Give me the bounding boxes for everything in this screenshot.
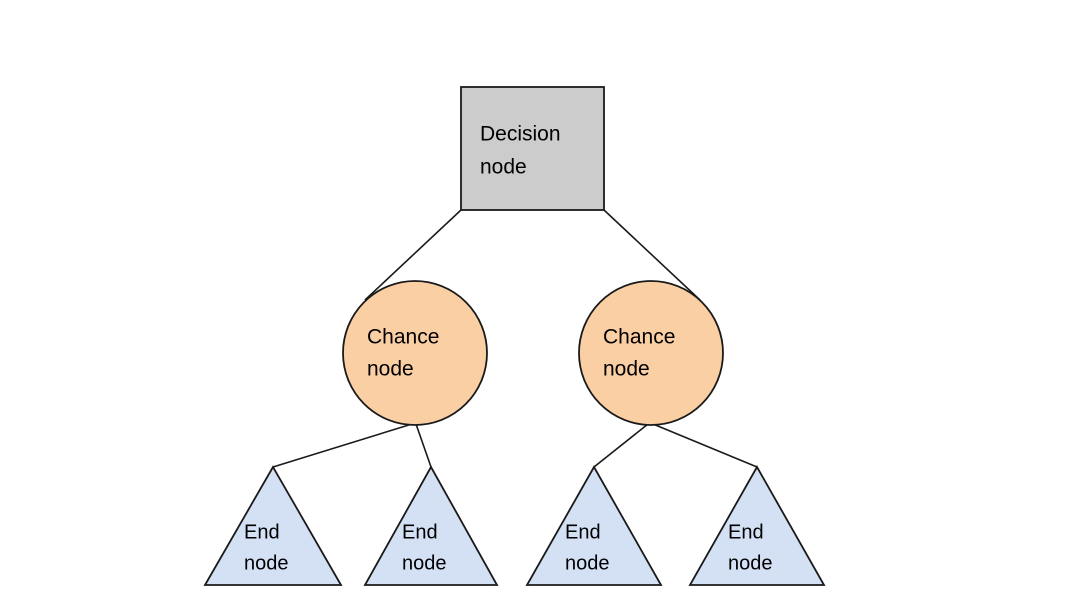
edge-decision-to-chance-right [603, 209, 701, 301]
end-node-3-shape[interactable] [525, 465, 663, 586]
end-node-1-label-line2: node [244, 552, 289, 574]
chance-node-right[interactable]: Chance node [578, 280, 724, 426]
edge-decision-to-chance-left [364, 209, 462, 301]
end-node-3[interactable]: End node [525, 465, 663, 586]
decision-node-label-line1: Decision [480, 123, 561, 146]
decision-node-label-line2: node [480, 156, 527, 179]
edge-chance-left-to-end-node-2 [415, 423, 432, 468]
chance-node-left-shape[interactable] [342, 280, 488, 426]
end-node-2-label-line1: End [402, 521, 438, 543]
chance-node-right-shape[interactable] [578, 280, 724, 426]
end-node-4[interactable]: End node [688, 465, 826, 586]
chance-node-left[interactable]: Chance node [342, 280, 488, 426]
end-node-4-shape[interactable] [688, 465, 826, 586]
end-node-4-label-line1: End [728, 521, 764, 543]
chance-node-right-label-line1: Chance [603, 326, 675, 349]
chance-node-right-label-line2: node [603, 358, 650, 381]
decision-node-shape[interactable] [460, 86, 605, 211]
end-node-3-label-line1: End [565, 521, 601, 543]
chance-node-left-label-line1: Chance [367, 326, 439, 349]
edge-chance-right-to-end-node-4 [652, 423, 758, 468]
end-node-1-label-line1: End [244, 521, 280, 543]
end-node-4-label-line2: node [728, 552, 773, 574]
edge-chance-right-to-end-node-3 [593, 423, 649, 468]
end-node-2-label-line2: node [402, 552, 447, 574]
end-node-2[interactable]: End node [363, 465, 499, 586]
decision-node[interactable]: Decision node [460, 86, 605, 211]
end-node-3-label-line2: node [565, 552, 610, 574]
end-node-2-shape[interactable] [363, 465, 499, 586]
end-node-1-shape[interactable] [203, 465, 343, 586]
end-node-1[interactable]: End node [203, 465, 343, 586]
edge-chance-left-to-end-node-1 [272, 423, 413, 468]
chance-node-left-label-line2: node [367, 358, 414, 381]
edge-group [272, 209, 758, 468]
